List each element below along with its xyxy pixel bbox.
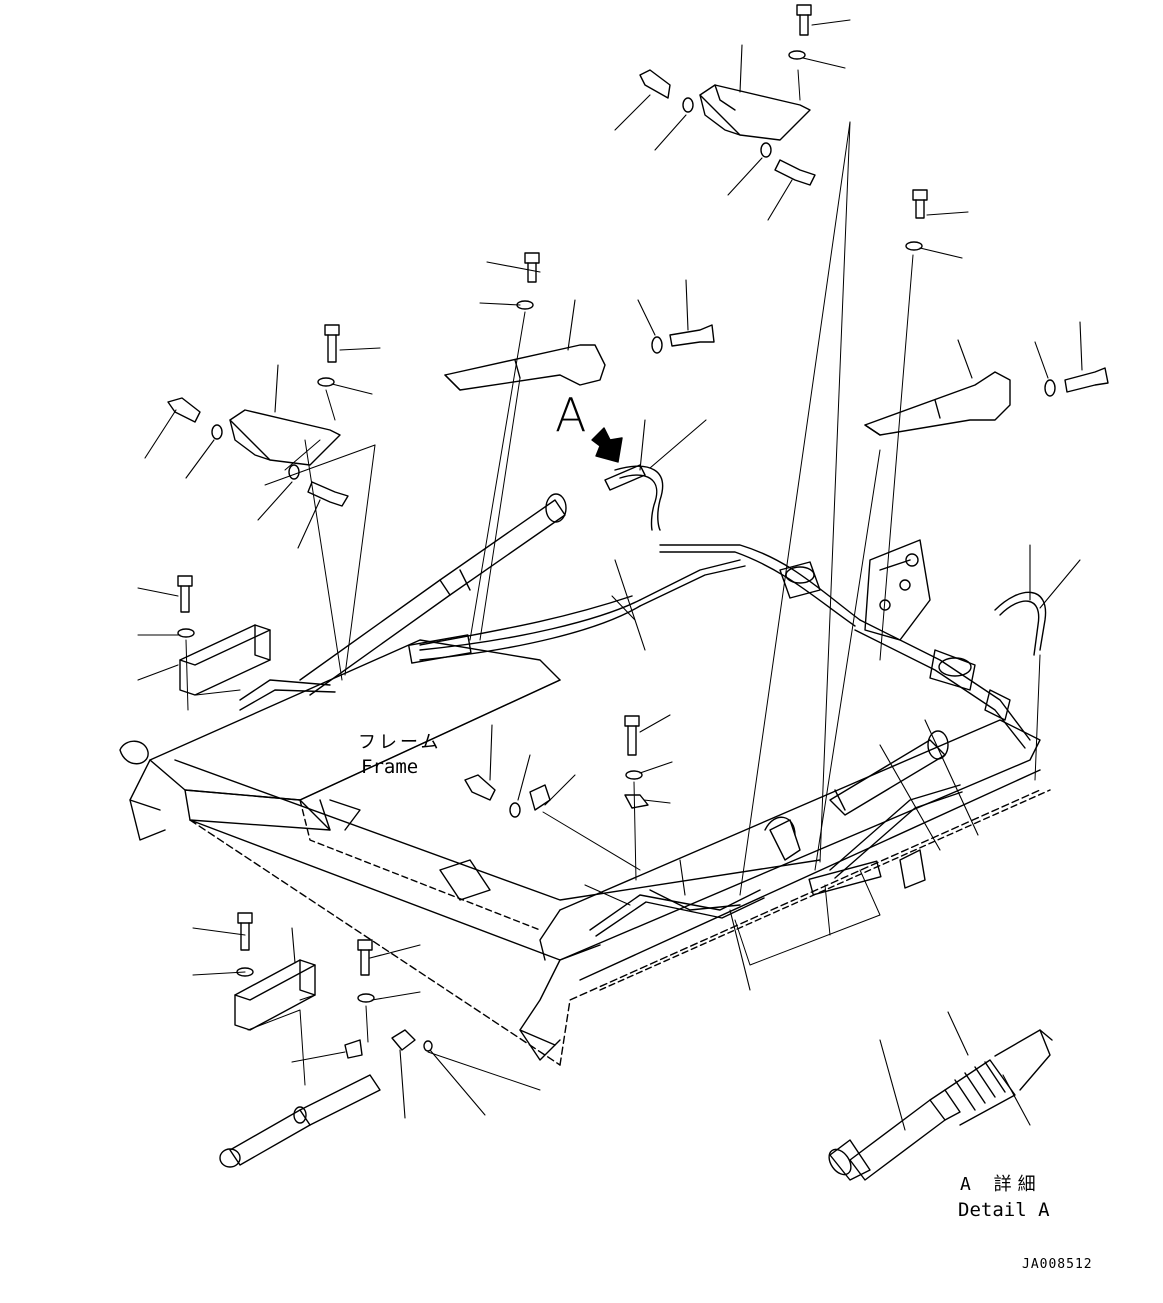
view-direction-arrow-icon (592, 428, 622, 462)
top-bracket-cover (700, 85, 810, 140)
control-valve (780, 540, 1010, 720)
assembly-lines (186, 70, 1040, 1090)
detail-a-hose-fitting (825, 1030, 1052, 1180)
frame-label-english: Frame (361, 756, 419, 778)
leader-lines (138, 20, 1082, 1130)
frame-structure (120, 640, 1050, 1065)
view-marker-label: A (555, 388, 587, 442)
left-boom-cylinder (300, 494, 566, 695)
center-guard-plate (445, 345, 605, 390)
detail-label-english: Detail A (958, 1199, 1050, 1221)
hose-assembly (240, 465, 1046, 936)
left-box-cover (180, 625, 270, 695)
detail-label-japanese: A 詳細 (960, 1174, 1042, 1195)
bottom-left-cylinder (220, 1075, 380, 1167)
bolts-and-washers (168, 5, 1108, 1058)
drawing-code: JA008512 (1022, 1257, 1093, 1272)
frame-label-japanese: フレーム (358, 732, 442, 753)
right-cylinder (830, 731, 948, 815)
left-bracket-cover (230, 410, 340, 465)
right-guard-plate (865, 372, 1010, 435)
